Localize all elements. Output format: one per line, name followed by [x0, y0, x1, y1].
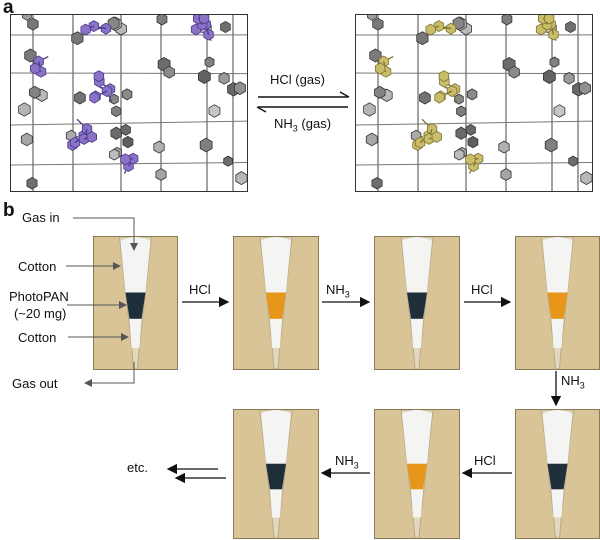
- cotton-bottom-label: Cotton: [18, 330, 57, 345]
- forward-reaction-label: HCl (gas): [270, 72, 325, 87]
- annotation-leaders: [66, 217, 138, 387]
- photo-after-nh3-1: [374, 236, 460, 370]
- cotton-top-label: Cotton: [18, 259, 57, 274]
- photo-after-hcl-2: [515, 236, 600, 370]
- process-arrows: [166, 296, 562, 484]
- gas-in-label: Gas in: [22, 210, 60, 225]
- etc-label: etc.: [127, 460, 148, 475]
- photopan-label: PhotoPAN: [9, 289, 69, 304]
- photopan-mass-label: (~20 mg): [14, 306, 67, 321]
- panel-b-label: b: [3, 200, 15, 221]
- panel-a-label: a: [3, 0, 14, 18]
- gas-out-label: Gas out: [12, 376, 58, 391]
- framework-structure-right: [355, 14, 593, 192]
- equilibrium-arrows: [256, 91, 350, 113]
- photo-after-nh3-3: [233, 409, 319, 539]
- step-label-hcl-3: HCl: [474, 453, 496, 468]
- step-label-nh3-2: NH3: [561, 373, 585, 391]
- step-label-nh3-3: NH3: [335, 453, 359, 471]
- photo-after-hcl-1: [233, 236, 319, 370]
- reverse-reaction-label: NH3 (gas): [274, 116, 332, 134]
- framework-structure-left: [10, 14, 248, 192]
- step-label-hcl-2: HCl: [471, 282, 493, 297]
- photo-after-hcl-3: [374, 409, 460, 539]
- photo-after-nh3-2: [515, 409, 600, 539]
- step-label-hcl-1: HCl: [189, 282, 211, 297]
- photo-initial: [93, 236, 178, 370]
- step-label-nh3-1: NH3: [326, 282, 350, 300]
